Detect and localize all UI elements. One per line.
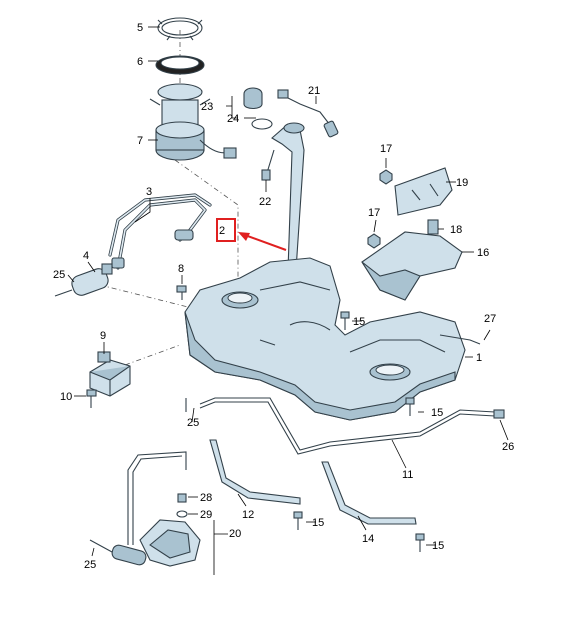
fuel-filter-part (54, 263, 113, 297)
label-15-d: 15 (432, 540, 444, 552)
small-parts-28-29 (176, 493, 188, 518)
label-18: 18 (450, 224, 462, 236)
tank-strap-12-part (209, 439, 301, 505)
label-20: 20 (229, 528, 241, 540)
bolt-8-part (176, 285, 187, 300)
label-10: 10 (60, 391, 72, 403)
label-24: 24 (227, 113, 239, 125)
label-25-a: 25 (53, 269, 65, 281)
highlight-box (216, 218, 236, 242)
label-1: 1 (476, 352, 482, 364)
screw-10-part (86, 389, 97, 408)
fuel-pump-module-part (149, 83, 237, 161)
pump-bracket-part (89, 519, 201, 567)
label-6: 6 (137, 56, 143, 68)
label-19: 19 (456, 177, 468, 189)
arrowhead-icon (238, 232, 250, 241)
label-9: 9 (100, 330, 106, 342)
label-17-a: 17 (380, 143, 392, 155)
fuel-tank-part (184, 257, 481, 421)
label-25-b: 25 (187, 417, 199, 429)
label-4: 4 (83, 250, 89, 262)
label-15-b: 15 (431, 407, 443, 419)
label-26: 26 (502, 441, 514, 453)
heat-shield-lower-part (361, 219, 463, 301)
label-21: 21 (308, 85, 320, 97)
label-15-a: 15 (353, 316, 365, 328)
nut-17-parts (367, 169, 393, 249)
highlight-arrow (241, 233, 287, 251)
bolt-15-parts (185, 311, 425, 552)
control-unit-part (89, 351, 131, 397)
label-14: 14 (362, 533, 374, 545)
vent-cable-part (277, 89, 339, 138)
fuel-lines-part (108, 193, 212, 270)
filler-cap-part (243, 87, 273, 130)
label-7: 7 (137, 135, 143, 147)
label-2: 2 (219, 225, 225, 237)
return-line-part (199, 397, 505, 455)
label-25-c: 25 (84, 559, 96, 571)
label-3: 3 (146, 186, 152, 198)
label-15-c: 15 (312, 517, 324, 529)
label-16: 16 (477, 247, 489, 259)
label-5: 5 (137, 22, 143, 34)
label-17-b: 17 (368, 207, 380, 219)
tank-strap-14-part (321, 461, 417, 525)
locking-ring-part (157, 17, 203, 41)
label-28: 28 (200, 492, 212, 504)
label-27: 27 (484, 313, 496, 325)
label-12: 12 (242, 509, 254, 521)
label-29: 29 (200, 509, 212, 521)
highlight-callout (216, 218, 287, 251)
label-23: 23 (201, 101, 213, 113)
label-22: 22 (259, 196, 271, 208)
label-8: 8 (178, 263, 184, 275)
leader-lines (67, 26, 509, 575)
part-labels: 1 2 3 4 5 6 7 8 9 10 11 12 14 15 15 15 1… (53, 22, 514, 571)
seal-ring-part (155, 55, 205, 75)
label-11: 11 (402, 469, 413, 481)
lower-line-part (127, 451, 187, 545)
heat-shield-upper-part (394, 167, 453, 216)
